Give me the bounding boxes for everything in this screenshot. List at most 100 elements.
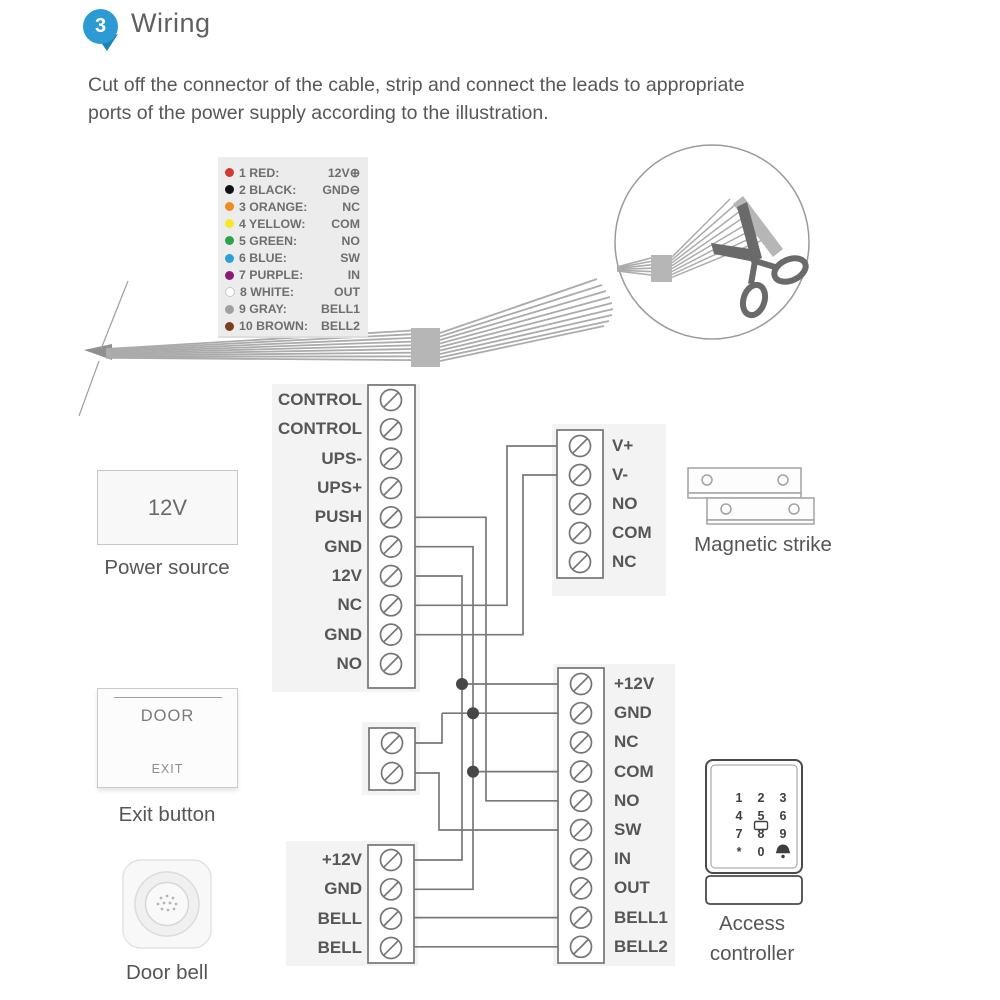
bell-terminal-block [367, 844, 415, 964]
legend-wire-name: 7 PURPLE: [239, 268, 304, 283]
step-badge: 3 [83, 9, 118, 44]
badge-tail [100, 34, 118, 51]
wire-color-dot [225, 202, 234, 212]
wire-aux-to-sw [415, 772, 558, 831]
wire-color-dot [225, 236, 234, 246]
junction-dot [467, 765, 479, 778]
power-supply-terminal-block-label: GND [324, 536, 362, 556]
controller-terminal-block-label: +12V [614, 674, 655, 693]
door-bell-label: Door bell [125, 961, 209, 984]
lock-terminal-block [556, 429, 604, 579]
keypad-key-8: 8 [757, 827, 765, 841]
keypad-key-4: 4 [735, 809, 743, 823]
intro-line-2: ports of the power supply according to t… [88, 101, 549, 124]
legend-row: 10 BROWN: BELL2 [225, 318, 360, 335]
controller-terminal-block-label: GND [614, 703, 652, 723]
keypad-key-0: 0 [757, 845, 765, 859]
page-title: Wiring [131, 8, 211, 38]
power-source-voltage: 12V [147, 494, 188, 520]
legend-wire-name: 10 BROWN: [239, 319, 309, 334]
legend-row: 1 RED:12V⊕ [225, 164, 360, 181]
legend-row: 4 YELLOW:COM [225, 215, 360, 232]
exit-button-door-text: DOOR [140, 707, 195, 725]
cable-bundle [105, 329, 413, 361]
exit-button-exit-text: EXIT [151, 762, 184, 776]
wire-color-dot [225, 270, 234, 280]
legend-signal: GND⊖ [322, 182, 360, 197]
keypad-key-9: 9 [779, 827, 787, 841]
cutting-instruction-circle [614, 144, 810, 340]
bell-terminal-block-label: GND [324, 879, 362, 899]
wire-color-dot [225, 304, 234, 314]
exit-button-label: Exit button [118, 803, 216, 826]
card-icon [753, 820, 769, 831]
legend-row: 6 BLUE: SW [225, 249, 360, 266]
legend-wire-name: 2 BLACK: [239, 182, 297, 197]
power-supply-terminal-block-label: 12V [331, 565, 362, 585]
cable-ferrule [411, 328, 440, 367]
power-supply-terminal-block-label: UPS+ [317, 477, 362, 497]
legend-signal: SW [340, 251, 360, 266]
controller-terminal-block-label: BELL2 [614, 936, 668, 956]
power-supply-terminal-block-label: UPS- [321, 448, 362, 468]
controller-terminal-block-label: SW [614, 820, 642, 839]
exit-button-topline [114, 697, 222, 698]
wire-gnd2-to-vminus [415, 474, 557, 636]
controller-terminal-block-label: NO [614, 790, 640, 810]
speaker-holes [156, 894, 178, 912]
door-bell-illustration [122, 859, 212, 949]
keypad-key-3: 3 [779, 791, 787, 805]
magnetic-strike-label: Magnetic strike [694, 533, 832, 556]
wire-gnd-main [414, 545, 474, 891]
legend-signal: COM [331, 216, 360, 231]
controller-terminal-block-label: IN [614, 849, 631, 869]
legend-signal: BELL2 [321, 319, 360, 334]
keypad-key-star: * [736, 845, 742, 859]
cable-fan-wires [439, 278, 614, 362]
legend-wire-name: 9 GRAY: [239, 302, 287, 317]
legend-wire-name: 8 WHITE: [240, 285, 294, 300]
wire-color-dot [225, 253, 234, 263]
legend-wire-name: 6 BLUE: [239, 251, 287, 266]
wire-color-dot [225, 185, 234, 195]
access-controller-label-2: controller [709, 942, 795, 965]
legend-signal: BELL1 [321, 302, 360, 317]
bell-terminal-block-label: +12V [321, 850, 362, 869]
legend-wire-name: 5 GREEN: [239, 233, 298, 248]
scissors-icon [711, 202, 809, 319]
keypad-key-5: 5 [757, 809, 765, 823]
access-controller-illustration [705, 759, 803, 905]
lock-terminal-block-label: V+ [612, 436, 634, 455]
cable-ferrule-small [651, 255, 672, 282]
power-supply-terminal-block [367, 384, 416, 689]
exit-button-box [97, 688, 238, 788]
legend-wire-name: 1 RED: [239, 165, 280, 180]
keypad-key-6: 6 [779, 809, 787, 823]
controller-terminal-block-label: NC [614, 732, 639, 752]
intro-paragraph: Cut off the connector of the cable, stri… [88, 72, 928, 127]
legend-row: 3 ORANGE: NC [225, 198, 360, 215]
keypad-key-1: 1 [735, 791, 743, 805]
wire-nc-to-vplus [415, 445, 557, 607]
cable-whisker [100, 280, 129, 350]
legend-signal: NC [342, 199, 360, 214]
power-supply-terminal-block-label: NO [336, 653, 363, 673]
connection-wires [414, 445, 558, 948]
wire-color-dot [225, 219, 234, 229]
intro-line-1: Cut off the connector of the cable, stri… [88, 74, 745, 96]
wire-push-to-no [415, 516, 558, 802]
lock-terminal-block-label: V- [612, 465, 629, 484]
power-source-box: 12V [97, 470, 238, 545]
cable-illustration [78, 278, 614, 417]
legend-row: 7 PURPLE:IN [225, 267, 360, 284]
lock-terminal-block-label: NO [612, 494, 638, 513]
terminal-strips [367, 384, 605, 964]
legend-wire-name: 3 ORANGE: [239, 199, 308, 214]
legend-signal: OUT [334, 285, 360, 300]
controller-terminal-block-label: COM [614, 761, 654, 781]
junction-dots [456, 678, 479, 778]
doorbell-key-icon [775, 844, 791, 859]
wire-12v-main [414, 575, 463, 861]
